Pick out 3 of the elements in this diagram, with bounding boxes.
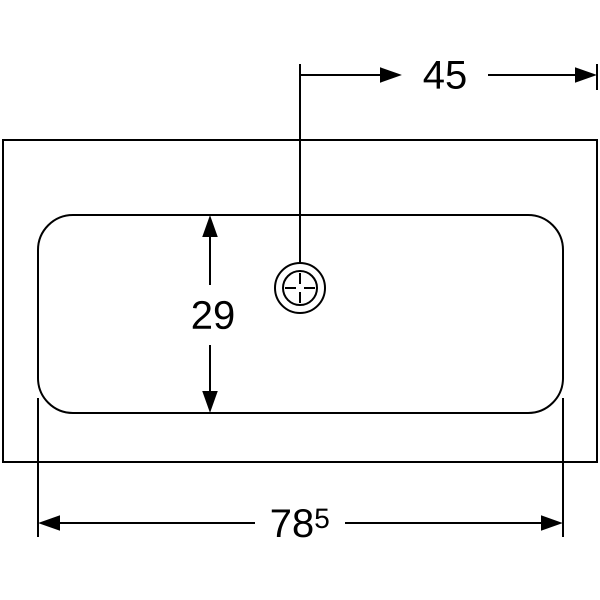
dimension-label: 29 (192, 300, 234, 330)
dimension-label: 78$^{5}$ (272, 508, 329, 538)
dimension-label: 45 (424, 61, 466, 89)
